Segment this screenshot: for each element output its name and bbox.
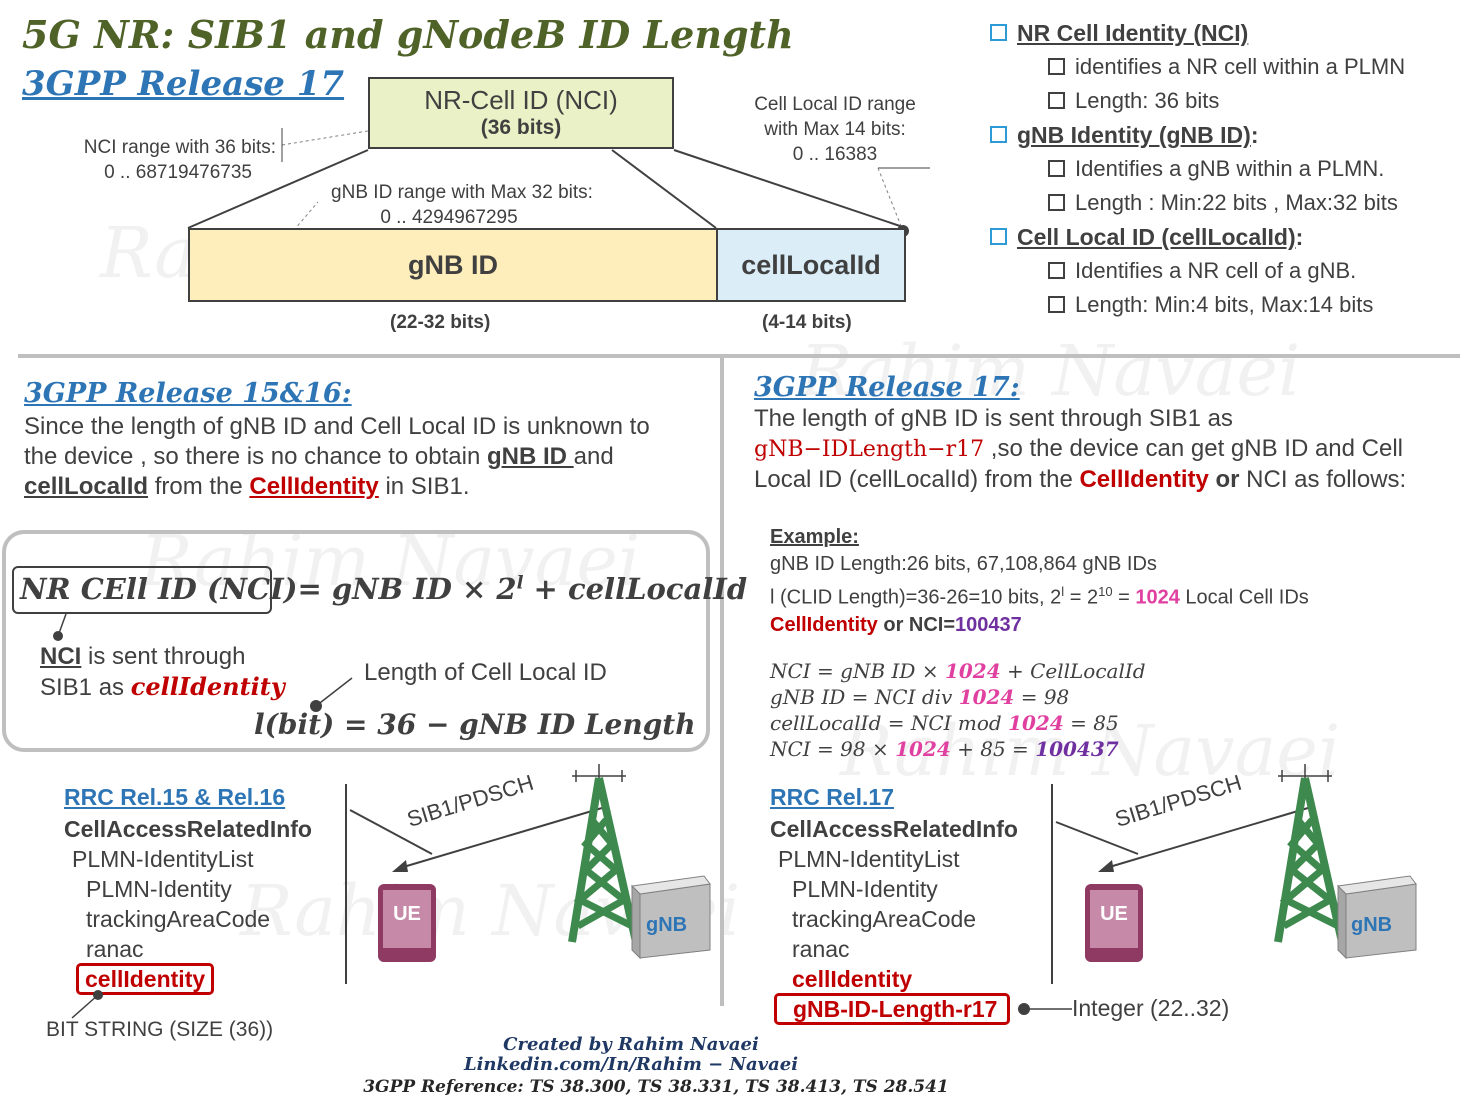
horizontal-divider [18, 354, 1460, 358]
gnb-label-right: gNB [1351, 914, 1392, 937]
definitions-panel: NR Cell Identity (NCI) identifies a NR c… [990, 20, 1450, 326]
checkbox-icon [1048, 160, 1065, 177]
definition-item: Length: 36 bits [990, 88, 1450, 122]
length-note: Length of Cell Local ID [364, 658, 607, 688]
definition-heading: NR Cell Identity (NCI) [990, 20, 1450, 54]
rrc-left-heading: RRC Rel.15 & Rel.16 [64, 784, 285, 811]
ue-screen: UE [1090, 890, 1138, 948]
ue-device-left: UE [378, 884, 436, 962]
nci-box-bits: (36 bits) [370, 116, 672, 140]
definition-item: Length: Min:4 bits, Max:14 bits [990, 292, 1450, 326]
footer-reference: 3GPP Reference: TS 38.300, TS 38.331, TS… [331, 1077, 981, 1097]
footer-created: Created by Rahim Navaei [431, 1034, 831, 1055]
example-math: NCI = gNB ID × 1024 + CellLocalId gNB ID… [770, 658, 1146, 762]
tower-icon [572, 764, 636, 942]
checkbox-icon [1048, 194, 1065, 211]
release-17-text: The length of gNB ID is sent through SIB… [754, 404, 1454, 495]
gnb-id-bar: gNB ID [188, 228, 718, 302]
definition-item: Length : Min:22 bits , Max:32 bits [990, 190, 1450, 224]
gnb-id-length-box: gNB-ID-Length-r17 [774, 993, 1010, 1025]
cell-local-id-bar: cellLocalId [716, 228, 906, 302]
definition-item: identifies a NR cell within a PLMN [990, 54, 1450, 88]
release-15-16-text: Since the length of gNB ID and Cell Loca… [24, 412, 714, 502]
rrc-right-list: CellAccessRelatedInfo PLMN-IdentityList … [770, 814, 1018, 994]
example-block: Example: gNB ID Length:26 bits, 67,108,8… [770, 524, 1450, 639]
vertical-divider [720, 358, 724, 1006]
checkbox-icon [990, 228, 1007, 245]
nci-box-title: NR-Cell ID (NCI) [370, 85, 672, 116]
definition-heading: Cell Local ID (cellLocalId): [990, 224, 1450, 258]
gnb-range-note: gNB ID range with Max 32 bits: 0 .. 4294… [312, 180, 612, 230]
gnb-label-left: gNB [646, 914, 687, 937]
rrc-left-list: CellAccessRelatedInfo PLMN-IdentityList … [64, 814, 312, 964]
checkbox-icon [990, 24, 1007, 41]
nci-sent-note: NCI is sent through SIB1 as cellIdentity [40, 642, 285, 703]
gnb-bits-label: (22-32 bits) [390, 312, 490, 334]
checkbox-icon [1048, 262, 1065, 279]
checkbox-icon [1048, 58, 1065, 75]
release-15-16-heading: 3GPP Release 15&16: [24, 378, 352, 409]
cell-bits-label: (4-14 bits) [762, 312, 852, 334]
cell-identity-right: cellIdentity [770, 964, 1018, 994]
checkbox-icon [1048, 92, 1065, 109]
checkbox-icon [990, 126, 1007, 143]
rrc-right-heading: RRC Rel.17 [770, 784, 894, 811]
nci-box: NR-Cell ID (NCI) (36 bits) [368, 77, 674, 149]
lbit-formula: l(bit) = 36 − gNB ID Length [254, 708, 696, 741]
checkbox-icon [1048, 296, 1065, 313]
integer-leader [1016, 998, 1076, 1022]
definition-item: Identifies a gNB within a PLMN. [990, 156, 1450, 190]
bitstring-label: BIT STRING (SIZE (36)) [46, 1018, 273, 1042]
definition-item: Identifies a NR cell of a gNB. [990, 258, 1450, 292]
nci-range-note: NCI range with 36 bits: 0 .. 68719476735 [64, 135, 276, 185]
cell-range-note: Cell Local ID range with Max 14 bits: 0 … [740, 92, 930, 167]
release-17-heading: 3GPP Release 17: [754, 372, 1020, 403]
ue-screen: UE [383, 890, 431, 948]
tower-icon [1278, 764, 1342, 942]
footer-linkedin: Linkedin.com/In/Rahim − Navaei [431, 1054, 831, 1075]
definition-heading: gNB Identity (gNB ID): [990, 122, 1450, 156]
ue-device-right: UE [1085, 884, 1143, 962]
